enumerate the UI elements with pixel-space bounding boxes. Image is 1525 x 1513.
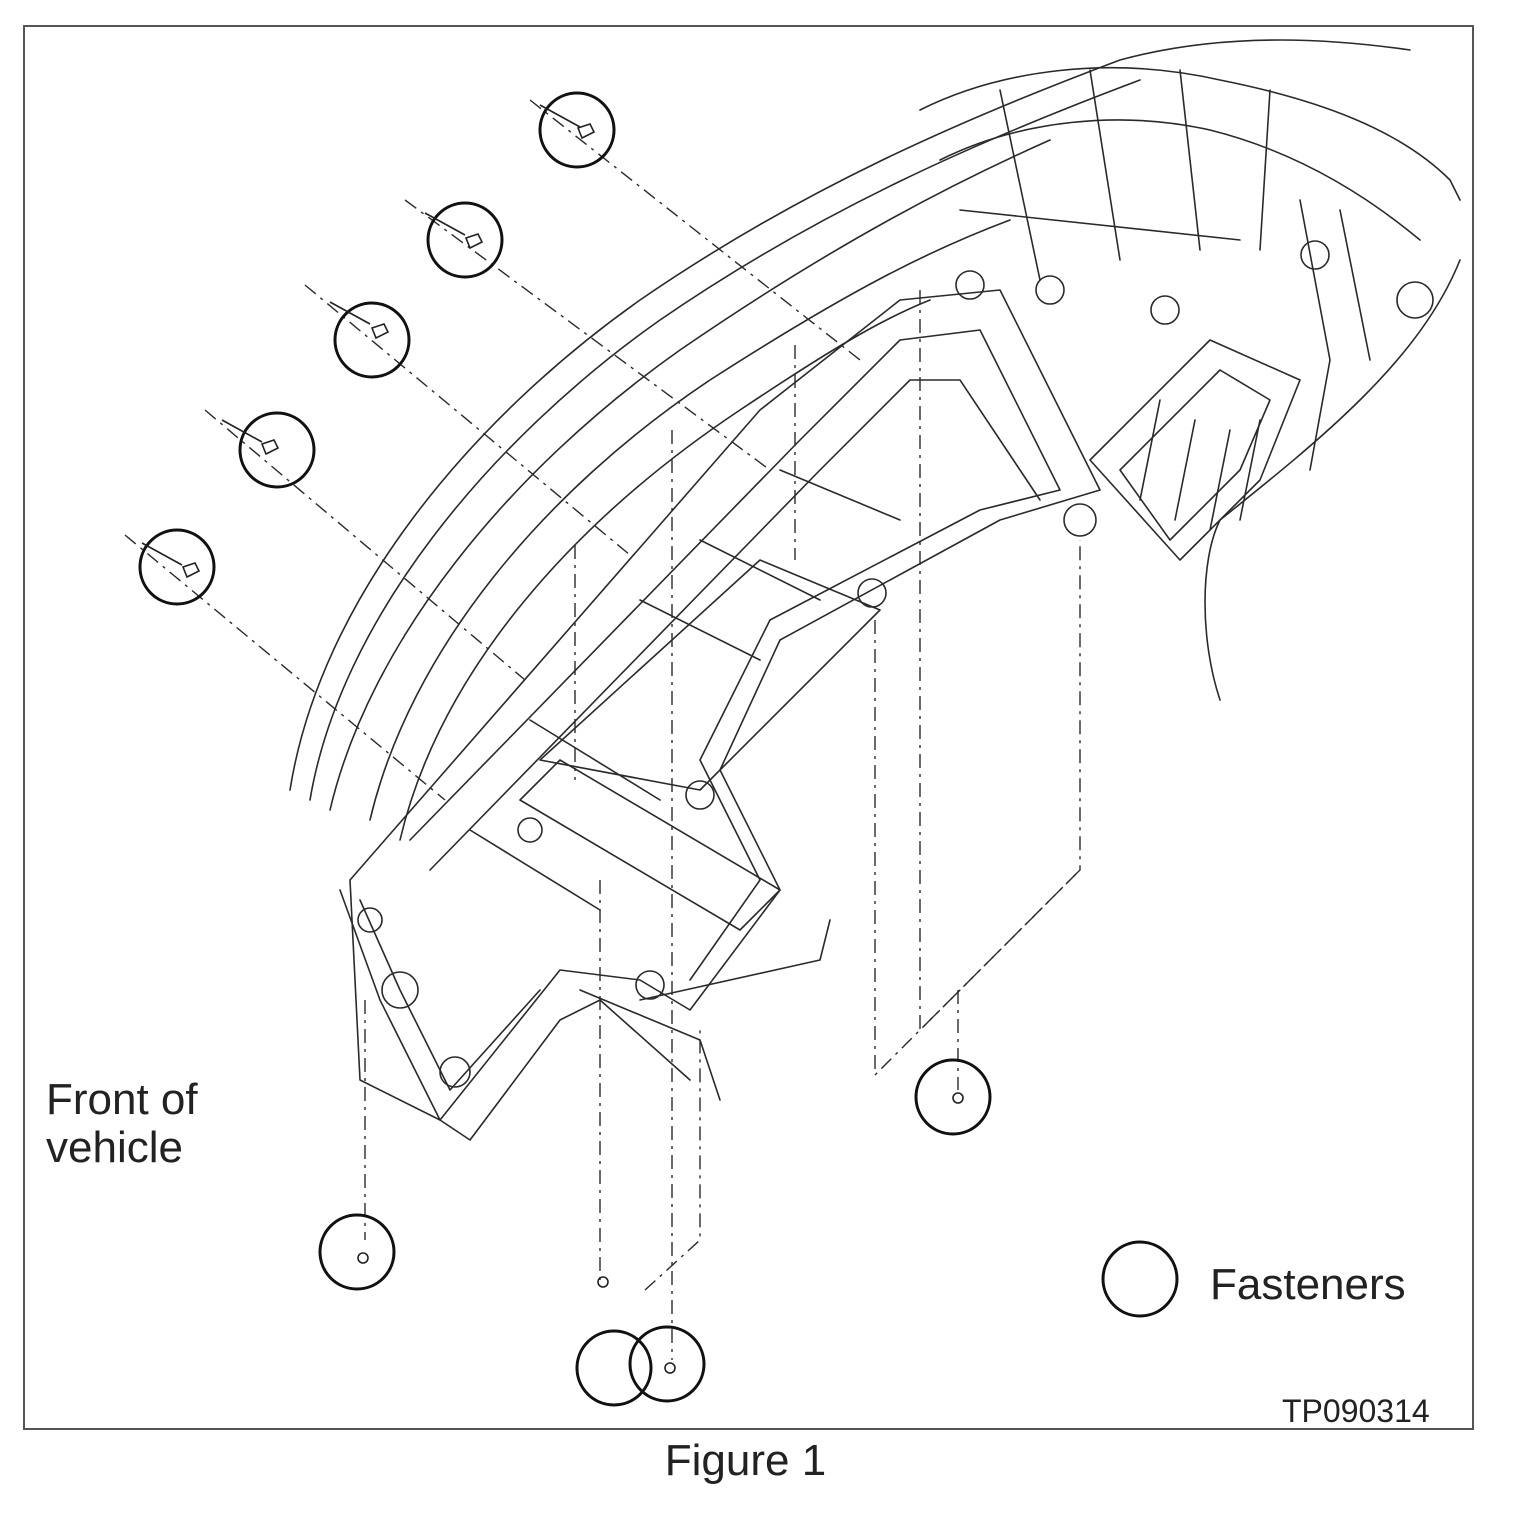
fender-grid-3 <box>1179 69 1201 251</box>
mount-hole-3 <box>635 970 665 1000</box>
legend-circle <box>1101 1240 1179 1318</box>
figure-caption: Figure 1 <box>0 1434 1525 1488</box>
mount-hole-8 <box>1035 275 1065 305</box>
clip-glyph-7 <box>597 1276 609 1288</box>
mount-hole-5 <box>857 578 887 608</box>
right-rail <box>1299 199 1371 471</box>
clip-glyph-9 <box>952 1092 964 1104</box>
figure-caption-text: Figure 1 <box>664 1436 827 1485</box>
fastener-circle-bottom-4 <box>914 1058 992 1136</box>
fender-grid-5 <box>959 209 1241 241</box>
mount-hole-12 <box>357 907 383 933</box>
leader-line-bottom-6 <box>874 620 1081 1077</box>
mount-hole-4 <box>685 780 715 810</box>
fender-inner-arch <box>939 119 1421 241</box>
leader-line-top-1 <box>529 99 861 361</box>
bumper-face-line-3 <box>399 299 931 841</box>
mount-hole-6 <box>1063 503 1097 537</box>
fender-arch <box>919 66 1461 201</box>
mount-hole-1 <box>381 971 419 1009</box>
leader-line-top-4 <box>204 409 526 681</box>
right-bracket-inner <box>1119 369 1271 541</box>
clip-glyph-8 <box>664 1362 676 1374</box>
mount-hole-9 <box>1150 295 1180 325</box>
bumper-face-line-1 <box>329 139 1051 811</box>
clip-glyph-5 <box>141 542 201 579</box>
right-bracket <box>1089 339 1301 561</box>
clip-glyph-2 <box>424 212 484 250</box>
under-tray-panel-2 <box>519 759 781 931</box>
bumper-outer-edge <box>289 39 1411 791</box>
figure-code-label: TP090314 <box>1282 1393 1430 1429</box>
front-of-vehicle-label: Front of vehicle <box>46 1076 198 1172</box>
fender-grid-1 <box>999 89 1041 281</box>
fender-grid-2 <box>1089 69 1121 261</box>
mount-hole-11 <box>1396 281 1434 319</box>
fastener-circle-top-4 <box>238 411 316 489</box>
fastener-circle-top-3 <box>333 301 411 379</box>
under-tray-inner-2 <box>429 379 1041 871</box>
center-support <box>579 919 831 1101</box>
leader-line-top-5 <box>124 534 446 801</box>
mount-hole-2 <box>439 1056 471 1088</box>
figure-frame <box>23 25 1474 1430</box>
leader-line-bottom-7 <box>919 290 1081 1032</box>
under-tray-outer <box>349 289 1101 1121</box>
fastener-circle-bottom-3 <box>628 1325 706 1403</box>
under-tray-rib-2 <box>699 539 821 601</box>
clip-glyph-1 <box>539 104 596 140</box>
under-tray-panel <box>539 559 881 791</box>
fastener-circle-bottom-1 <box>318 1213 396 1291</box>
wheel-well-edge <box>1204 259 1461 701</box>
clip-glyph-6 <box>357 1252 369 1264</box>
fastener-circle-bottom-2 <box>575 1329 653 1407</box>
leader-line-top-2 <box>404 199 771 471</box>
fastener-circle-top-1 <box>538 91 616 169</box>
mount-hole-7 <box>955 270 985 300</box>
leader-line-top-3 <box>304 284 631 556</box>
under-tray-rib-1 <box>639 599 761 661</box>
under-tray-rib-5 <box>469 829 601 911</box>
bumper-face-line-2 <box>369 219 1011 821</box>
legend-fasteners-label: Fasteners <box>1210 1260 1406 1309</box>
under-tray-rib-3 <box>779 469 901 521</box>
mount-hole-10 <box>1300 240 1330 270</box>
fastener-circle-top-5 <box>138 528 216 606</box>
fastener-circle-top-2 <box>426 201 504 279</box>
under-tray-rib-4 <box>529 719 661 801</box>
right-bracket-ribs <box>1139 399 1261 531</box>
clip-glyph-3 <box>329 301 390 340</box>
leader-line-bottom-9 <box>644 1030 701 1291</box>
lower-lip <box>339 889 601 1141</box>
fender-grid-4 <box>1259 89 1271 251</box>
lower-lip-inner <box>359 899 541 1091</box>
under-tray-inner-1 <box>409 329 1061 981</box>
front-label-line-1: Front of <box>46 1075 198 1124</box>
clip-glyph-4 <box>221 419 280 456</box>
mount-hole-13 <box>517 817 543 843</box>
front-label-line-2: vehicle <box>46 1123 183 1172</box>
bumper-outer-edge-inner <box>309 79 1141 801</box>
